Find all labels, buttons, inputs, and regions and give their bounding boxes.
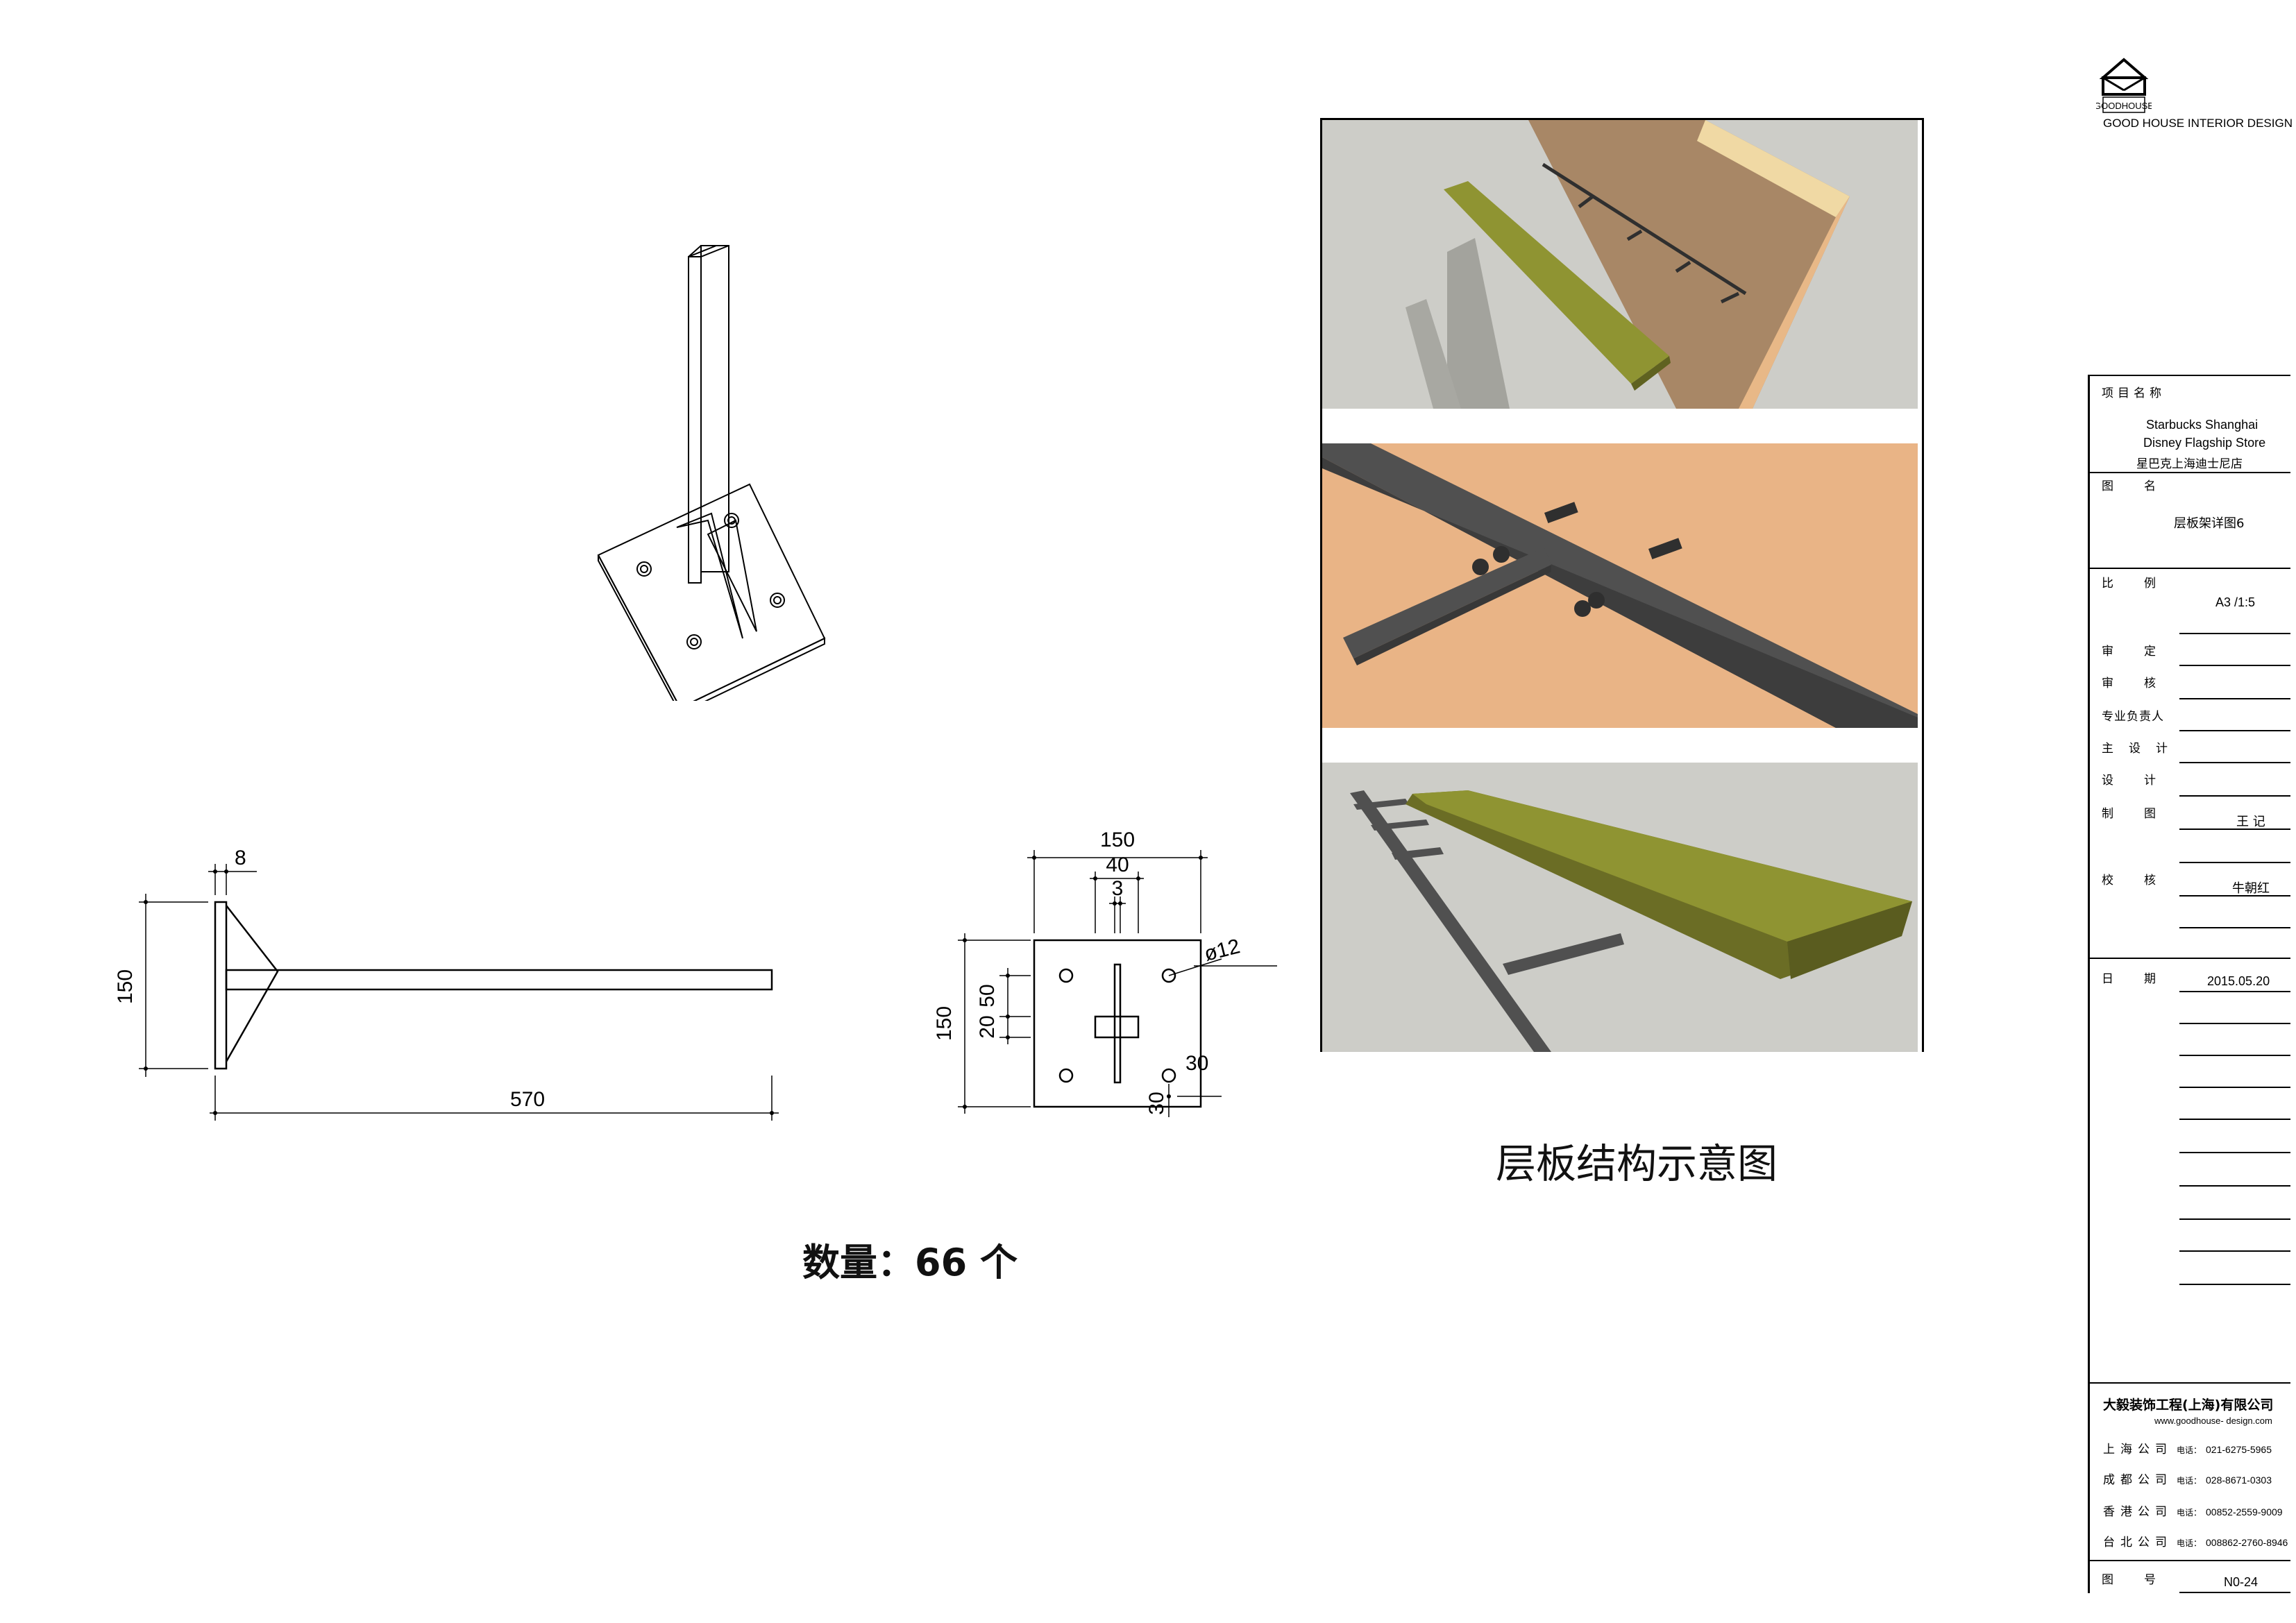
blank-line-9 <box>2179 1284 2290 1285</box>
plate-view-drawing: 150 40 3 150 50 20 30 30 ø12 <box>933 829 1277 1117</box>
divider-company <box>2089 1382 2290 1384</box>
line-review <box>2179 698 2290 699</box>
office-city: 上海公司 <box>2103 1443 2172 1456</box>
date-label: 日期 <box>2102 972 2186 986</box>
office-tel-label: 电话： <box>2177 1445 2202 1455</box>
office-tel: 028-8671-0303 <box>2206 1475 2272 1486</box>
office-tel-label: 电话： <box>2177 1476 2202 1486</box>
plate-dim-width: 150 <box>1100 829 1135 851</box>
plate-hole-dia: ø12 <box>1202 935 1242 966</box>
render-bracket-detail <box>1322 443 1918 728</box>
line-check-2 <box>2179 927 2290 928</box>
drawing-name-label: 图名 <box>2102 479 2186 493</box>
renders-caption: 层板结构示意图 <box>1496 1140 1778 1187</box>
project-name-en-1: Starbucks Shanghai <box>2146 418 2259 432</box>
line-approve <box>2179 665 2290 666</box>
scale-value: A3 /1:5 <box>2215 595 2256 609</box>
office-city: 台北公司 <box>2103 1536 2172 1549</box>
divider-drawing <box>2089 568 2290 569</box>
office-taipei: 台北公司电话： 008862-2760-8946 <box>2103 1532 2290 1549</box>
office-tel-label: 电话： <box>2177 1538 2202 1548</box>
side-view-drawing: 8 150 570 <box>114 847 779 1121</box>
title-block-border <box>2088 375 2090 1593</box>
number-value: N0-24 <box>2224 1575 2259 1589</box>
blank-line-1 <box>2179 1023 2290 1024</box>
draw-value: 王 记 <box>2236 815 2265 829</box>
lead-label: 专业负责人 <box>2102 710 2164 724</box>
office-hongkong: 香港公司电话： 00852-2559-9009 <box>2103 1502 2290 1519</box>
divider-date <box>2089 958 2290 959</box>
office-tel-label: 电话： <box>2177 1508 2202 1518</box>
number-label: 图号 <box>2102 1573 2186 1587</box>
company-web: www.goodhouse- design.com <box>2154 1416 2272 1426</box>
company-name: 大毅装饰工程(上海)有限公司 <box>2103 1397 2274 1413</box>
review-label: 审核 <box>2102 677 2186 690</box>
check-value: 牛朝红 <box>2232 881 2270 896</box>
line-check <box>2179 895 2290 897</box>
render-shelf-assembly <box>1322 763 1918 1052</box>
plate-dim-height: 150 <box>933 1006 956 1041</box>
design-label: 设计 <box>2102 774 2186 788</box>
divider-number <box>2089 1560 2290 1561</box>
plate-dim-30-a: 30 <box>1185 1052 1208 1075</box>
title-block-top-line <box>2089 375 2290 376</box>
scale-label: 比例 <box>2102 577 2186 590</box>
render-shelf-wall <box>1322 120 1918 409</box>
draw-label: 制图 <box>2102 807 2186 821</box>
office-shanghai: 上海公司电话： 021-6275-5965 <box>2103 1439 2290 1456</box>
line-number <box>2179 1592 2290 1593</box>
project-name-cn: 星巴克上海迪士尼店 <box>2136 457 2243 471</box>
divider-project <box>2089 472 2290 473</box>
dim-height: 150 <box>114 969 137 1004</box>
dim-thickness: 8 <box>235 847 246 869</box>
line-draw-2 <box>2179 862 2290 863</box>
divider-scale <box>2179 633 2290 634</box>
brand-logo: GOODHOUSE <box>2094 54 2154 114</box>
logo-text: GOODHOUSE <box>2096 101 2152 111</box>
line-date <box>2179 991 2290 992</box>
office-city: 成都公司 <box>2103 1473 2172 1487</box>
quantity-label: 数量：66 个 <box>802 1241 1018 1284</box>
office-chengdu: 成都公司电话： 028-8671-0303 <box>2103 1470 2290 1487</box>
office-city: 香港公司 <box>2103 1505 2172 1519</box>
chief-label: 主设计 <box>2102 742 2183 756</box>
project-label: 项目名称 <box>2102 386 2166 400</box>
line-design <box>2179 795 2290 797</box>
blank-line-7 <box>2179 1218 2290 1220</box>
plate-dim-20: 20 <box>976 1015 999 1038</box>
line-draw <box>2179 829 2290 830</box>
blank-line-3 <box>2179 1087 2290 1088</box>
isometric-bracket-drawing <box>597 245 826 701</box>
plate-dim-50: 50 <box>976 984 999 1007</box>
blank-line-8 <box>2179 1250 2290 1252</box>
blank-line-6 <box>2179 1185 2290 1187</box>
plate-dim-slot: 3 <box>1112 877 1124 900</box>
project-name-en-2: Disney Flagship Store <box>2143 436 2266 450</box>
line-lead <box>2179 730 2290 731</box>
dim-length: 570 <box>510 1088 545 1111</box>
check-label: 校核 <box>2102 874 2186 887</box>
blank-line-2 <box>2179 1055 2290 1056</box>
office-tel: 021-6275-5965 <box>2206 1444 2272 1455</box>
office-tel: 00852-2559-9009 <box>2206 1506 2283 1518</box>
plate-dim-inner: 40 <box>1106 853 1129 876</box>
renders-panel <box>1320 118 1924 1052</box>
line-chief <box>2179 762 2290 763</box>
house-logo-icon: GOODHOUSE <box>2094 58 2154 113</box>
office-tel: 008862-2760-8946 <box>2206 1537 2288 1548</box>
blank-line-4 <box>2179 1119 2290 1120</box>
date-value: 2015.05.20 <box>2207 974 2270 988</box>
blank-line-5 <box>2179 1152 2290 1153</box>
brand-name: GOOD HOUSE INTERIOR DESIGN <box>2103 117 2293 130</box>
drawing-name: 层板架详图6 <box>2174 516 2245 531</box>
plate-dim-30-b: 30 <box>1145 1091 1168 1114</box>
approve-label: 审定 <box>2102 645 2186 658</box>
